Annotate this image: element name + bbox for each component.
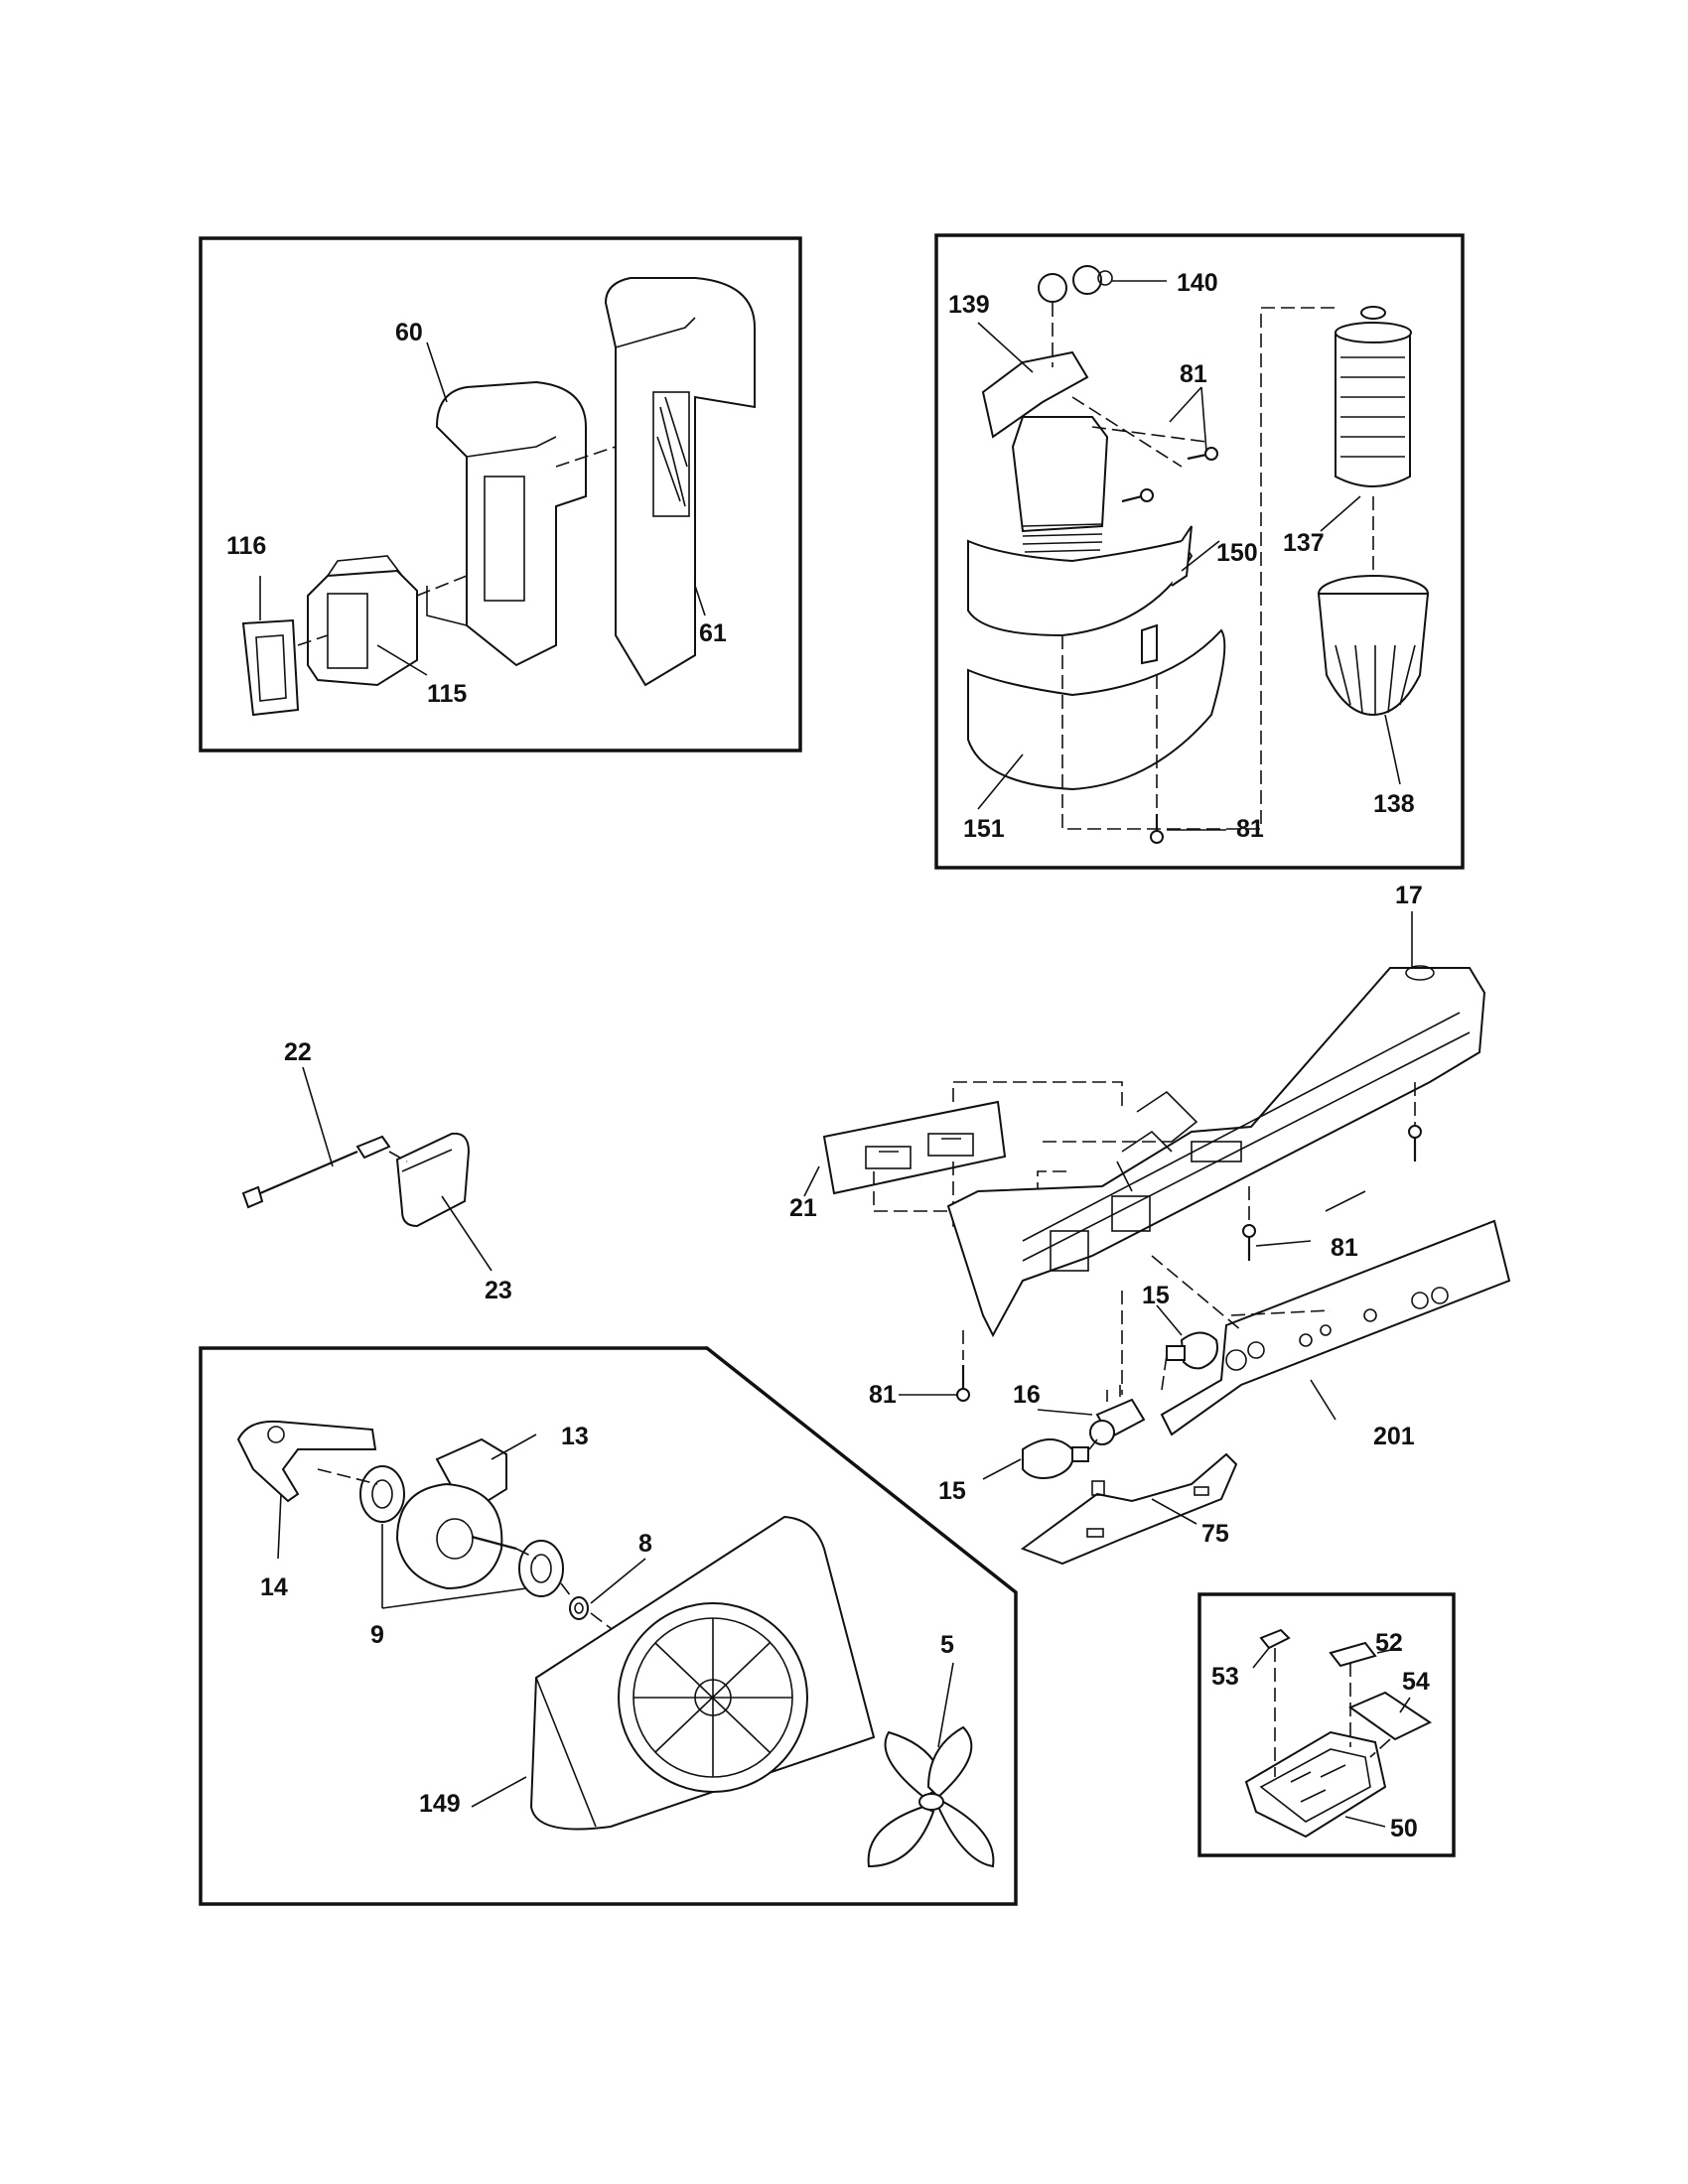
panel-bottom-left: 13 8 14 9 5 149 — [199, 1346, 1018, 1906]
part-149-shroud — [529, 1515, 876, 1831]
callout-8: 8 — [638, 1530, 652, 1558]
callout-50: 50 — [1390, 1815, 1418, 1843]
part-201-faceplate — [1160, 1219, 1511, 1436]
callout-81-top: 81 — [1180, 360, 1207, 388]
callout-17: 17 — [1395, 882, 1423, 909]
callout-15-lower: 15 — [938, 1477, 966, 1505]
part-116-gasket — [241, 618, 300, 717]
part-61-cover — [604, 277, 756, 687]
part-60-bracket — [426, 380, 587, 667]
callout-139: 139 — [948, 291, 990, 319]
part-17-housing — [946, 965, 1486, 1338]
part-9-wheel-right — [518, 1540, 564, 1597]
part-16-socket — [1089, 1385, 1146, 1445]
callout-138: 138 — [1373, 790, 1415, 818]
part-138-housing — [1317, 575, 1430, 717]
part-13-motor — [395, 1437, 517, 1590]
part-54-strip — [1347, 1691, 1433, 1741]
group-22-23: 22 23 — [241, 1038, 512, 1304]
part-53-clip — [1259, 1628, 1291, 1650]
panel-top-right-frame — [934, 233, 1465, 870]
callout-23: 23 — [485, 1277, 512, 1304]
callout-115: 115 — [427, 680, 467, 708]
part-151-cover — [967, 623, 1226, 791]
panel-top-right: 140 139 81 150 137 151 81 138 — [934, 233, 1465, 870]
callout-81-right: 81 — [1331, 1234, 1358, 1262]
part-115-module — [307, 555, 418, 687]
part-5-fan-blade — [867, 1725, 995, 1868]
part-81-screws-c — [956, 1125, 1422, 1402]
callout-151: 151 — [963, 815, 1005, 843]
panel-bottom-right: 52 53 54 50 — [1197, 1592, 1456, 1857]
part-15-bulb-right — [1166, 1331, 1218, 1370]
callout-54: 54 — [1402, 1668, 1430, 1696]
callout-140: 140 — [1177, 269, 1218, 297]
callout-5: 5 — [940, 1631, 954, 1659]
callout-22: 22 — [284, 1038, 312, 1066]
callout-137: 137 — [1283, 529, 1325, 557]
callout-53: 53 — [1211, 1663, 1239, 1691]
part-75-cover — [1020, 1452, 1238, 1566]
part-8-washer — [569, 1596, 589, 1620]
panel-top-left: 60 61 115 116 — [199, 236, 802, 752]
part-81-screws-a — [1121, 447, 1218, 503]
panel-bottom-right-frame — [1197, 1592, 1456, 1857]
callout-16: 16 — [1013, 1381, 1041, 1409]
group-dispenser: 17 21 81 15 81 16 201 15 75 — [789, 882, 1511, 1566]
part-139-filter-head — [981, 350, 1109, 553]
panel-top-left-frame — [199, 236, 802, 752]
part-15-bulb-left — [1022, 1438, 1089, 1479]
part-81-screw-b — [1150, 814, 1164, 844]
callout-75: 75 — [1201, 1520, 1229, 1548]
callout-201: 201 — [1373, 1423, 1415, 1450]
callout-81-bottom: 81 — [1236, 815, 1264, 843]
callout-21: 21 — [789, 1194, 817, 1222]
callout-149: 149 — [419, 1790, 461, 1818]
part-14-bracket — [236, 1420, 377, 1503]
part-23-cover — [395, 1132, 471, 1228]
callout-15-upper: 15 — [1142, 1282, 1170, 1309]
part-22-harness — [241, 1135, 391, 1209]
part-140-fitting — [1038, 265, 1113, 303]
part-150-cover — [967, 525, 1194, 637]
callout-60: 60 — [395, 319, 423, 346]
part-52-clip — [1329, 1641, 1377, 1668]
part-137-filter — [1335, 306, 1412, 487]
callout-150: 150 — [1216, 539, 1258, 567]
part-50-tray — [1244, 1730, 1387, 1839]
panel-bottom-left-frame — [199, 1346, 1018, 1906]
callout-116: 116 — [226, 532, 266, 560]
part-9-wheel-left — [359, 1465, 405, 1523]
callout-9: 9 — [370, 1621, 384, 1649]
callout-14: 14 — [260, 1573, 288, 1601]
callout-81-left: 81 — [869, 1381, 897, 1409]
callout-61: 61 — [699, 619, 727, 647]
callout-52: 52 — [1375, 1629, 1403, 1657]
callout-13: 13 — [561, 1423, 589, 1450]
part-21-control-board — [822, 1100, 1007, 1195]
